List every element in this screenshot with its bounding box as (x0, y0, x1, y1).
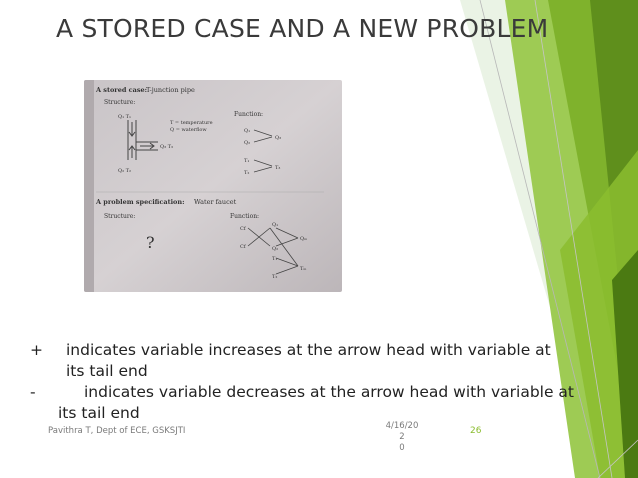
problem-value: Water faucet (194, 198, 237, 206)
bullet-plus: + indicates variable increases at the ar… (30, 340, 590, 361)
svg-text:Q₁: Q₁ (244, 128, 250, 134)
stored-case-value: T-junction pipe (146, 86, 195, 94)
function-label-2: Function: (230, 213, 259, 220)
bullet-list: + indicates variable increases at the ar… (30, 340, 590, 424)
svg-text:T₂: T₂ (244, 170, 249, 176)
bullet-minus-line2: its tail end (58, 404, 140, 422)
slide-title: A STORED CASE AND A NEW PROBLEM (56, 14, 549, 43)
function-label-1: Function: (234, 111, 263, 118)
legend-q: Q = waterflow (170, 127, 207, 133)
problem-function-arrows (247, 227, 299, 275)
footer-page-number: 26 (470, 426, 482, 436)
bullet-minus-continued: its tail end (30, 403, 590, 424)
legend-t: T = temperature (170, 120, 213, 126)
svg-text:Q₂ T₂: Q₂ T₂ (118, 168, 131, 174)
structure-label-1: Structure: (104, 99, 135, 106)
svg-text:T₃: T₃ (275, 165, 280, 171)
svg-text:T₂: T₂ (272, 274, 277, 280)
svg-text:Q₁: Q₁ (272, 222, 278, 228)
stored-case-label: A stored case: (95, 86, 147, 94)
svg-text:Q₁ T₁: Q₁ T₁ (118, 114, 131, 120)
stored-function-arrows (253, 129, 273, 173)
footer-date-line2: 0 (399, 443, 405, 453)
svg-text:Q₃: Q₃ (275, 135, 281, 141)
bullet-symbol-minus: - (30, 383, 36, 401)
svg-text:Qₘ: Qₘ (300, 236, 307, 242)
bullet-plus-continued: its tail end (30, 361, 590, 382)
structure-label-2: Structure: (104, 213, 135, 220)
bullet-plus-line2: its tail end (66, 362, 148, 380)
bullet-plus-line1: indicates variable increases at the arro… (66, 341, 551, 359)
svg-text:Q₂: Q₂ (272, 246, 278, 252)
svg-text:Tₘ: Tₘ (300, 266, 306, 272)
bullet-minus-line1: indicates variable decreases at the arro… (84, 383, 574, 401)
svg-text:Cf: Cf (240, 244, 247, 250)
footer-date-line1: 4/16/202 (385, 421, 419, 442)
svg-text:T₁: T₁ (244, 158, 249, 164)
question-mark: ? (146, 233, 155, 252)
bullet-minus: - indicates variable decreases at the ar… (30, 382, 590, 403)
t-junction-sketch (127, 120, 158, 160)
bullet-symbol-plus: + (30, 341, 43, 359)
svg-text:T₁: T₁ (272, 256, 277, 262)
problem-label: A problem specification: (95, 198, 185, 206)
textbook-photo: A stored case: T-junction pipe Structure… (84, 80, 342, 292)
svg-text:Q₃ T₃: Q₃ T₃ (160, 144, 173, 150)
footer-author: Pavithra T, Dept of ECE, GSKSJTI (48, 426, 186, 436)
svg-text:Cf: Cf (240, 226, 247, 232)
svg-text:Q₂: Q₂ (244, 140, 250, 146)
footer-date: 4/16/202 0 (384, 421, 420, 454)
